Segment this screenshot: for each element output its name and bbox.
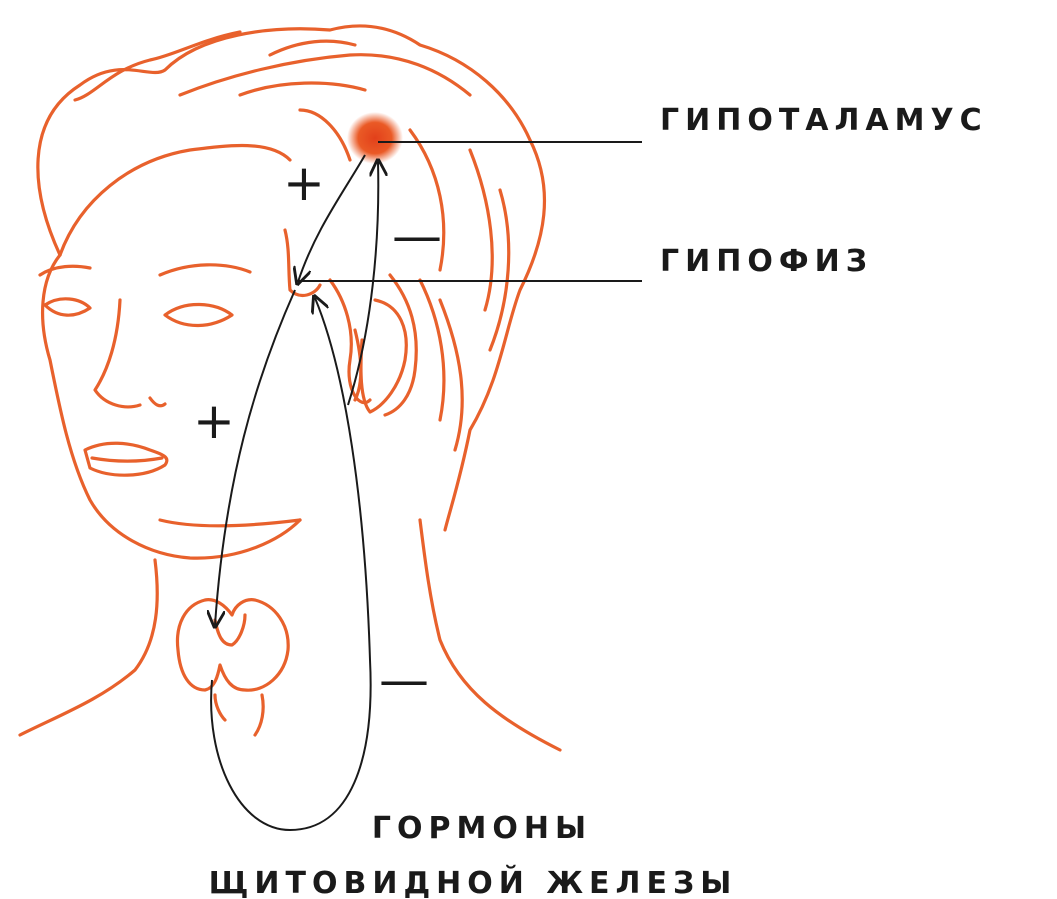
head-illustration: [20, 26, 560, 750]
hair-outline: [38, 26, 545, 530]
arrow-pituitary-to-thyroid: [215, 290, 295, 625]
left-eyebrow: [40, 266, 90, 275]
neck-right: [420, 520, 560, 750]
arrow-thyroid-to-pituitary: [211, 298, 371, 830]
right-eye: [165, 304, 232, 325]
plus-sign-lower: +: [193, 392, 235, 450]
label-hormones-line2: ЩИТОВИДНОЙ ЖЕЛЕЗЫ: [209, 865, 738, 899]
neck-left: [20, 560, 157, 735]
nose: [95, 300, 140, 407]
minus-sign-upper: —: [392, 207, 442, 265]
right-eyebrow: [160, 265, 250, 275]
plus-sign-upper: +: [283, 154, 325, 212]
minus-sign-lower: —: [379, 651, 429, 709]
hypothalamus-spot: [347, 112, 403, 164]
left-eye: [45, 299, 90, 315]
label-hormones-line1: ГОРМОНЫ: [372, 811, 592, 846]
label-hypothalamus: ГИПОТАЛАМУС: [660, 103, 988, 138]
arrow-feedback-to-hypothalamus: [348, 162, 378, 405]
label-pituitary: ГИПОФИЗ: [660, 244, 873, 279]
